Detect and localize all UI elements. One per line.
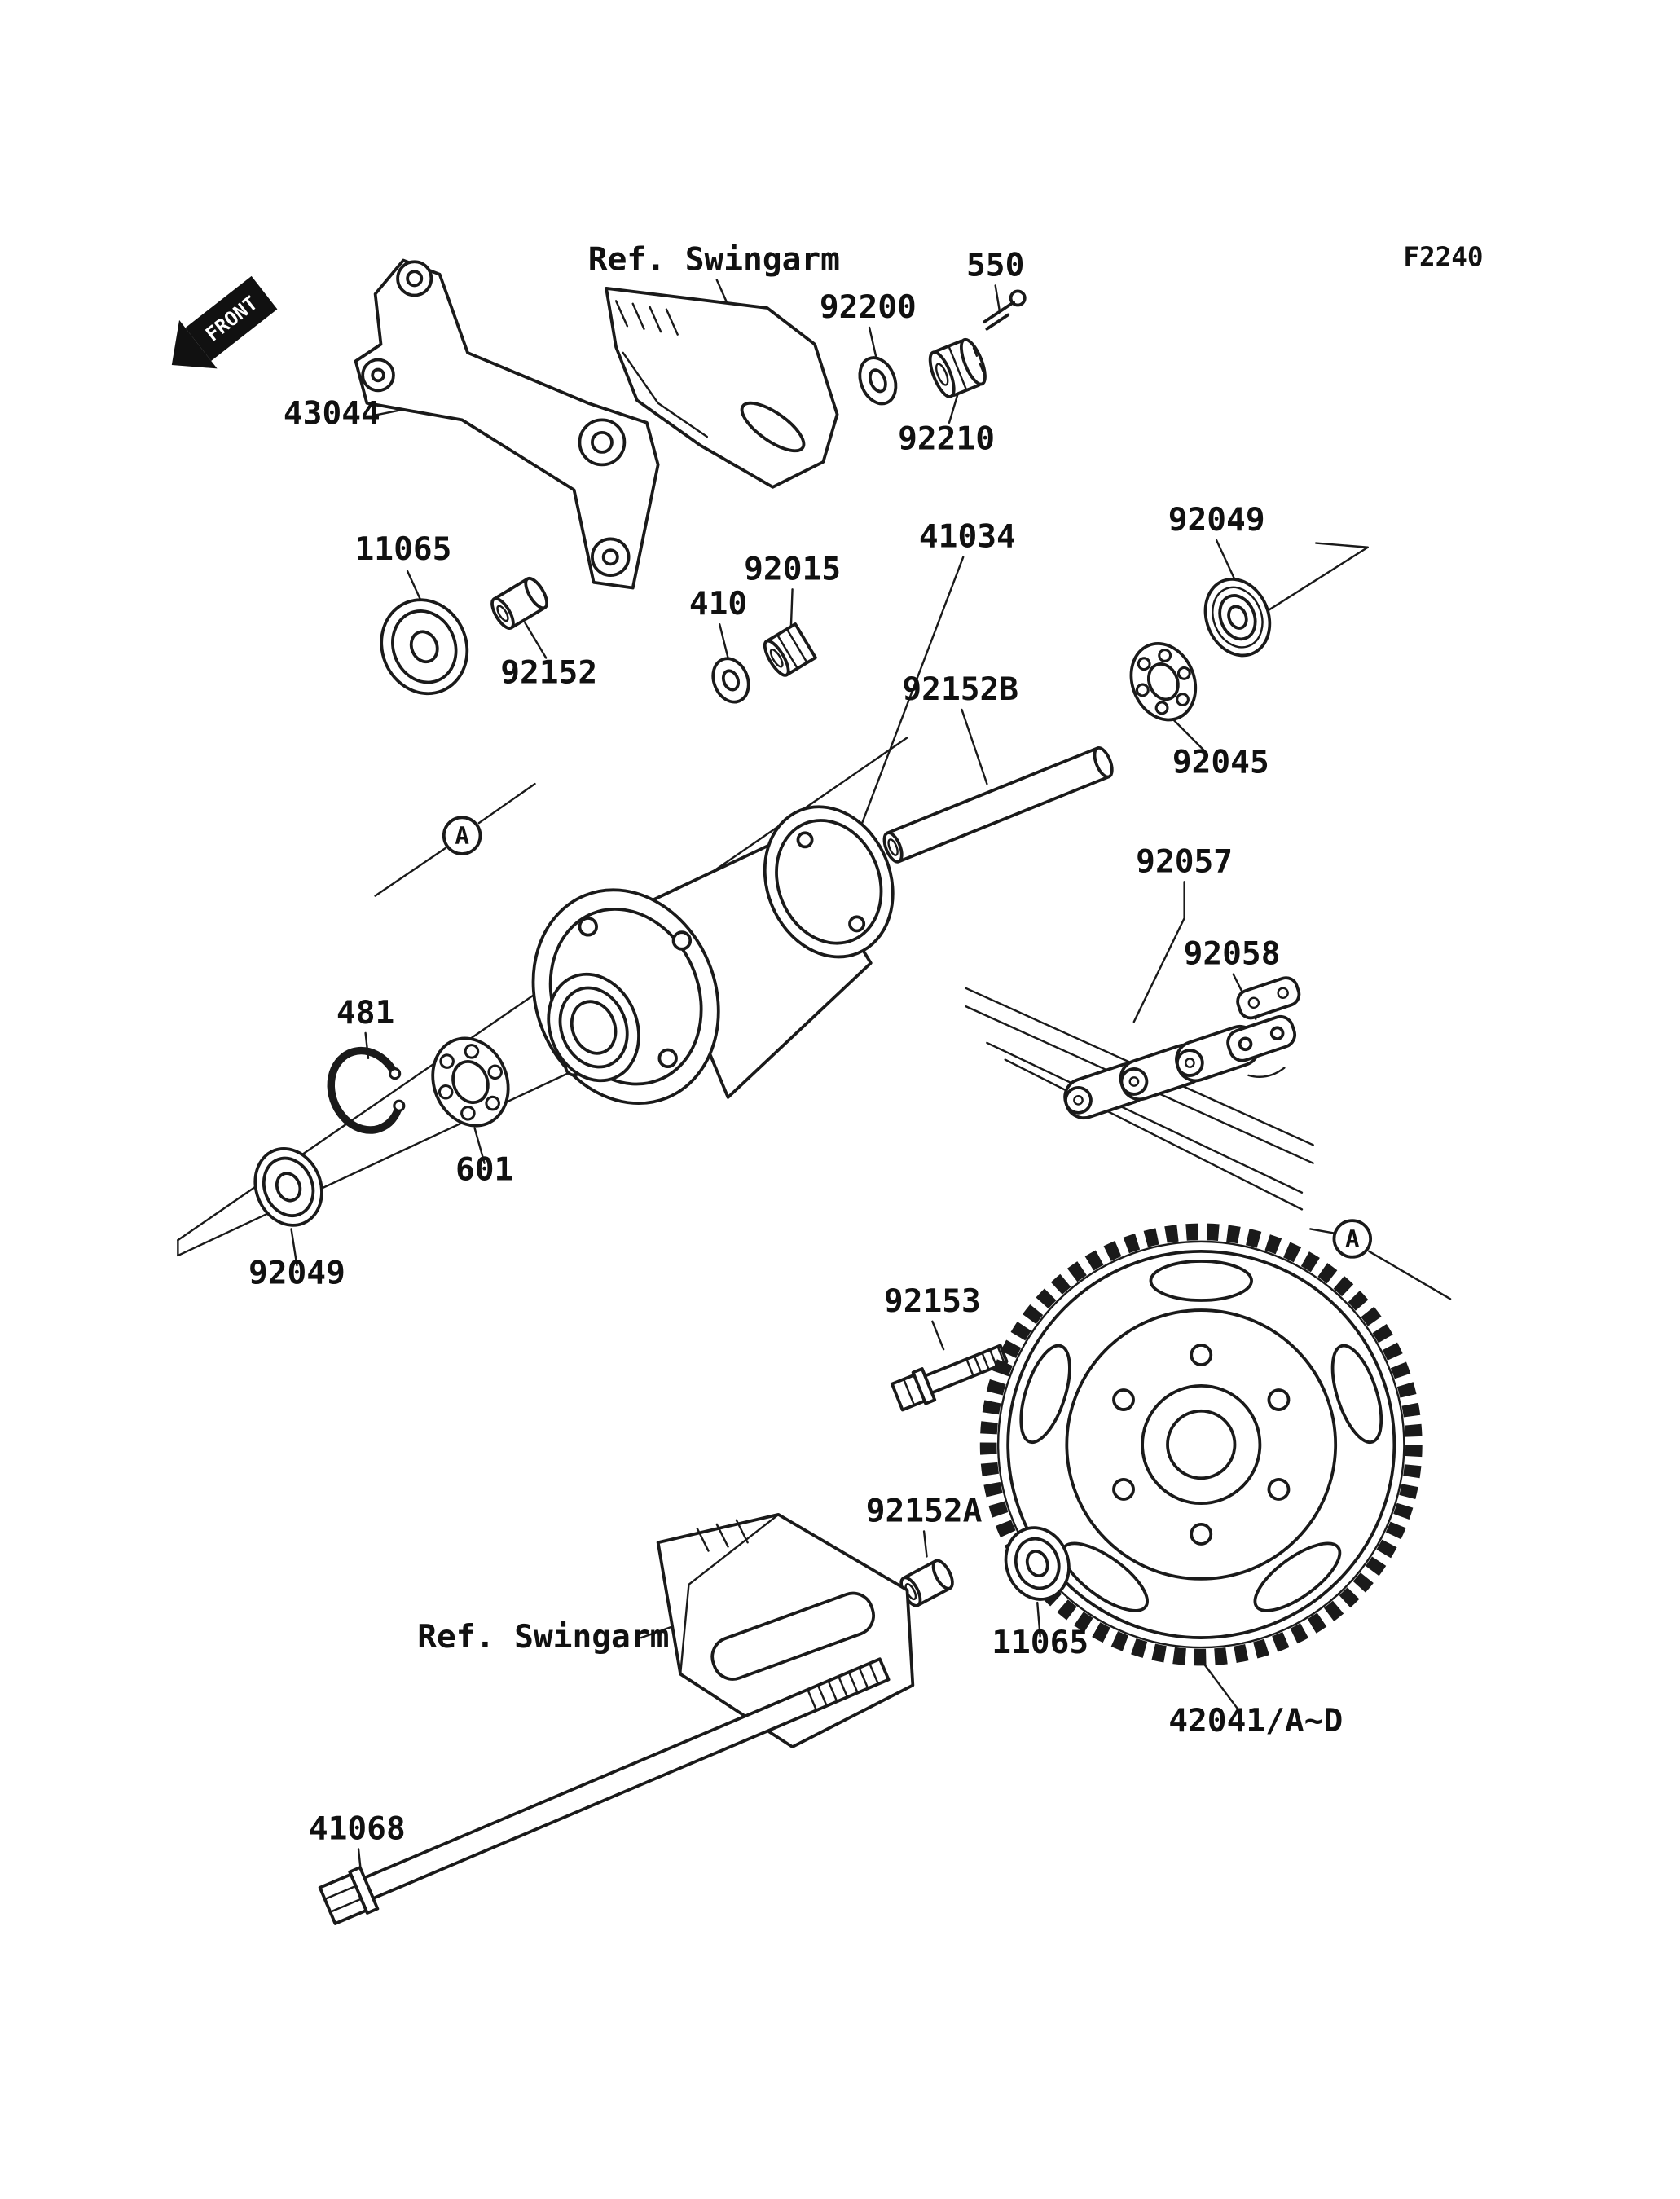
master-link-drawing (1226, 976, 1301, 1078)
label-481: 481 (336, 994, 394, 1031)
circlip-481-drawing (327, 1046, 406, 1134)
nut-92015-drawing (763, 622, 817, 677)
figure-code: F2240 (1403, 241, 1483, 272)
label-92200: 92200 (820, 288, 917, 326)
label-92153: 92153 (884, 1282, 981, 1320)
label-92210: 92210 (898, 420, 995, 457)
marker-a-bottom: A (1332, 1219, 1373, 1259)
marker-a-bottom-label: A (1345, 1225, 1360, 1253)
bearing-601-drawing (431, 1036, 510, 1128)
cap-11065-left-drawing (380, 598, 469, 696)
collar-11065-bottom-drawing (1004, 1526, 1071, 1601)
label-ref-swingarm-top: Ref. Swingarm (588, 241, 840, 279)
chain-run-lines (965, 987, 1314, 1211)
marker-a-top: A (442, 816, 482, 855)
brake-bracket-drawing (354, 258, 660, 590)
sprocket-bolt-drawing (890, 1344, 1009, 1412)
label-92152a: 92152A (866, 1492, 983, 1529)
seal-92049-bottom-drawing (253, 1146, 323, 1227)
cotter-pin-drawing (983, 289, 1027, 331)
washer-410-drawing (711, 657, 750, 704)
label-41068: 41068 (309, 1810, 406, 1847)
bearing-92045-drawing (1129, 641, 1198, 722)
tube-spacer-92152b-drawing (882, 746, 1114, 864)
label-42041: 42041/A~D (1168, 1702, 1343, 1739)
label-41034: 41034 (919, 518, 1016, 556)
axle-drawing (318, 1657, 891, 1925)
spacer-92152a-drawing (899, 1559, 954, 1607)
seal-92049-top-drawing (1203, 577, 1272, 658)
label-ref-swingarm-bottom: Ref. Swingarm (417, 1618, 669, 1656)
hub-drawing (531, 805, 895, 1106)
sprocket-drawing (979, 1223, 1423, 1666)
label-410: 410 (689, 585, 747, 622)
marker-a-top-label: A (455, 822, 469, 850)
label-92152b: 92152B (902, 671, 1018, 708)
spacer-92152-drawing (490, 576, 549, 630)
washer-92200-drawing (858, 356, 898, 406)
label-43044: 43044 (284, 395, 380, 433)
labels-layer: Ref. Swingarm 550 F2240 92200 43044 9221… (248, 241, 1484, 1848)
label-92015: 92015 (744, 550, 841, 587)
swingarm-top-drawing (605, 287, 839, 489)
label-92057: 92057 (1136, 842, 1233, 880)
label-11065-bottom: 11065 (992, 1624, 1088, 1661)
label-11065-left: 11065 (355, 530, 452, 568)
label-92049-bottom: 92049 (248, 1254, 345, 1291)
chain-drawing (1063, 1024, 1261, 1120)
label-92049-top: 92049 (1168, 501, 1265, 539)
label-92058: 92058 (1184, 935, 1281, 973)
label-601: 601 (455, 1150, 513, 1188)
adjuster-nut-drawing (928, 337, 987, 398)
label-92045: 92045 (1172, 743, 1269, 781)
label-550: 550 (966, 246, 1024, 284)
front-direction-arrow: FRONT (171, 275, 278, 369)
label-92152: 92152 (500, 653, 597, 691)
